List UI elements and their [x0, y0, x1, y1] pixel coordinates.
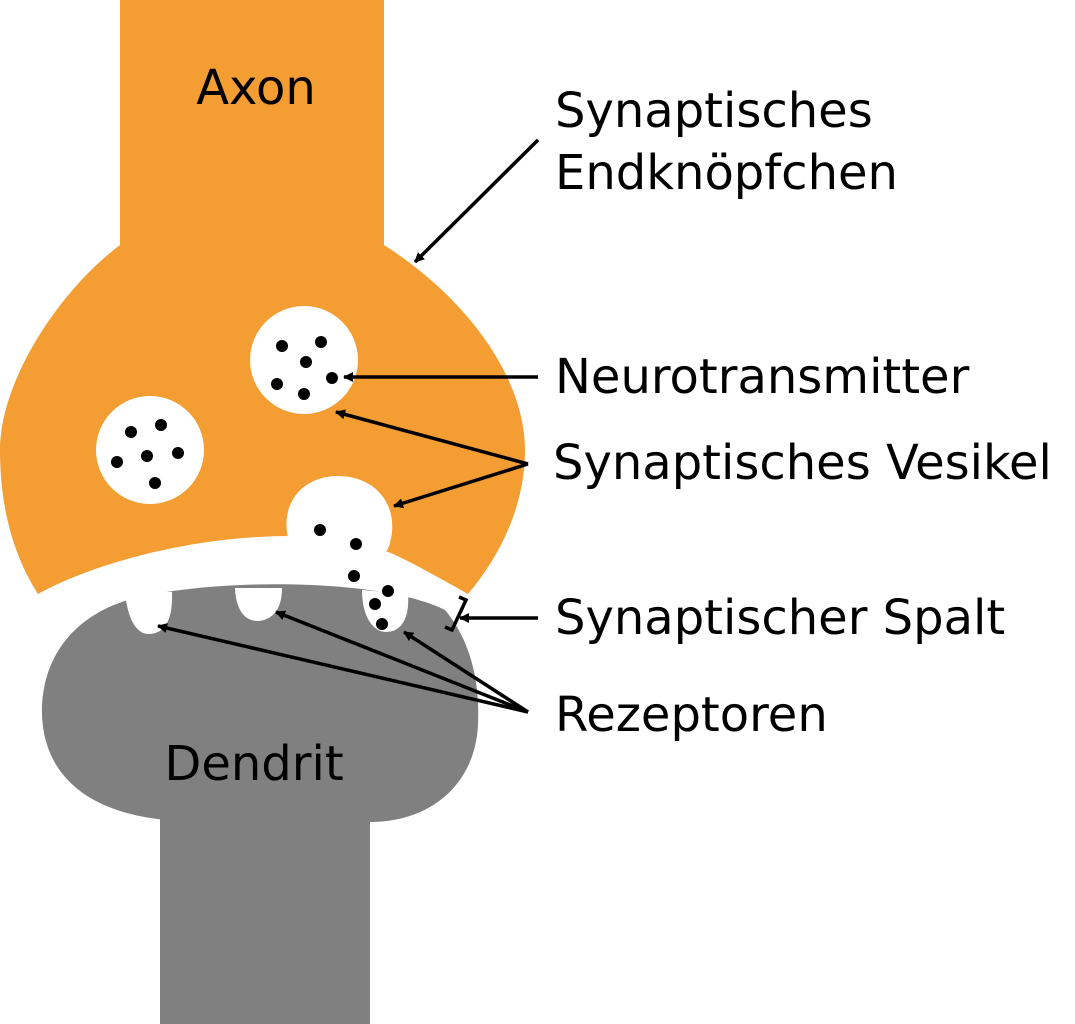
neurotransmitter-dot [326, 372, 338, 384]
neurotransmitter-dot [300, 356, 312, 368]
rezeptoren-arrow [157, 623, 529, 714]
neurotransmitter-dot [172, 447, 184, 459]
dendrit-head [41, 584, 479, 822]
endknoepfchen-label-line1: Synaptisches [555, 83, 873, 139]
neurotransmitter-dot [155, 419, 167, 431]
vesicle [96, 396, 204, 504]
rezeptoren-arrow [275, 610, 529, 714]
dendrit-shaft [160, 800, 370, 1024]
rezeptoren-arrow [403, 630, 529, 714]
neurotransmitter-dot [276, 340, 288, 352]
neurotransmitter-dot [369, 598, 381, 610]
receptor-pocket [235, 588, 282, 621]
neurotransmitter-dot [382, 585, 394, 597]
neurotransmitter-dot [298, 388, 310, 400]
endknoepfchen-arrow [413, 138, 540, 264]
vesikel-arrow [335, 409, 529, 466]
neurotransmitter-dot [314, 524, 326, 536]
vesicle-body [96, 396, 204, 504]
endknoepfchen-label-line2: Endknöpfchen [555, 145, 898, 201]
neurotransmitter-dot [315, 336, 327, 348]
dendrit [41, 584, 479, 1024]
neurotransmitter-dot [348, 570, 360, 582]
vesicle-body [286, 476, 393, 552]
neurotransmitter-dot [111, 456, 123, 468]
neurotransmitter-dot [125, 426, 137, 438]
neurotransmitter-dot [350, 538, 362, 550]
neurotransmitter-dot [149, 477, 161, 489]
vesikel-label: Synaptisches Vesikel [553, 435, 1052, 491]
vesicle [250, 306, 358, 414]
dendrit-label: Dendrit [164, 736, 343, 792]
neurotransmitter-dot [376, 618, 388, 630]
spalt-label: Synaptischer Spalt [555, 590, 1005, 646]
neurotransmitter-dot [271, 378, 283, 390]
neurotransmitter-label: Neurotransmitter [555, 349, 970, 405]
rezeptoren-label: Rezeptoren [555, 687, 828, 743]
vesikel-arrow [393, 462, 529, 509]
fusing-vesicle [286, 476, 394, 630]
axon-label: Axon [196, 60, 316, 116]
neurotransmitter-dot [141, 450, 153, 462]
